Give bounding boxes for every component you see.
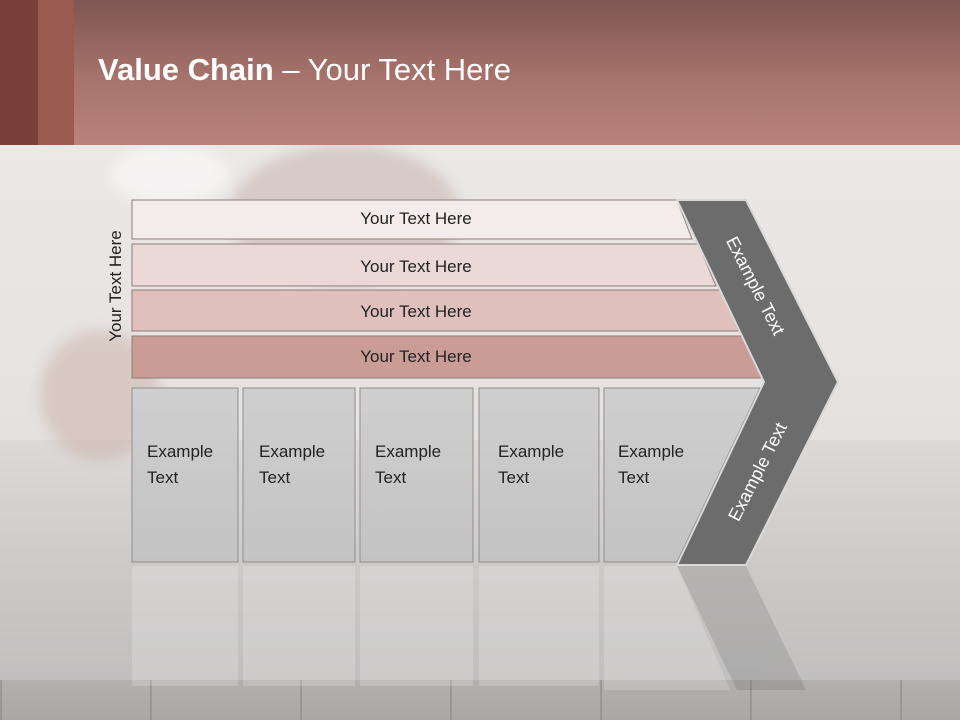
box-1-line2: Text (147, 468, 179, 487)
header-band: Value Chain – Your Text Here (0, 0, 960, 145)
reflection-text: Example Text Example Text Example Text E… (0, 565, 960, 720)
box-1 (131, 387, 239, 563)
box-3-line1: Example (375, 442, 442, 461)
box-3 (359, 387, 474, 563)
box-5-line2: Text (618, 468, 650, 487)
chevron (675, 199, 840, 566)
background-tiles (0, 680, 960, 720)
bar-1 (131, 199, 693, 240)
side-label: Your Text Here (106, 230, 125, 342)
title-rest: – Your Text Here (273, 52, 511, 87)
reflection (132, 566, 806, 690)
box-3-label: Example Text (375, 439, 441, 491)
box-4-line2: Text (498, 468, 530, 487)
box-3-line2: Text (375, 468, 407, 487)
box-4-line1: Example (498, 442, 565, 461)
box-2-label: Example Text (259, 439, 325, 491)
bar-3-label: Your Text Here (360, 302, 472, 321)
box-2 (242, 387, 356, 563)
box-5-label: Example Text (618, 439, 684, 491)
bar-1-label: Your Text Here (360, 209, 472, 228)
box-1-label: Example Text (147, 439, 213, 491)
bar-4-label: Your Text Here (360, 347, 472, 366)
bar-2-label: Your Text Here (360, 257, 472, 276)
box-4-label: Example Text (498, 439, 564, 491)
box-5-line1: Example (618, 442, 685, 461)
box-4 (478, 387, 600, 563)
box-1-line1: Example (147, 442, 214, 461)
box-2-line1: Example (259, 442, 326, 461)
box-5 (603, 387, 761, 563)
header-accent-light (38, 0, 74, 145)
slide-title: Value Chain – Your Text Here (98, 52, 511, 88)
header-accent-dark (0, 0, 38, 145)
title-bold: Value Chain (98, 52, 274, 87)
box-2-line2: Text (259, 468, 291, 487)
background-chair (110, 145, 230, 205)
bar-2 (131, 243, 717, 287)
